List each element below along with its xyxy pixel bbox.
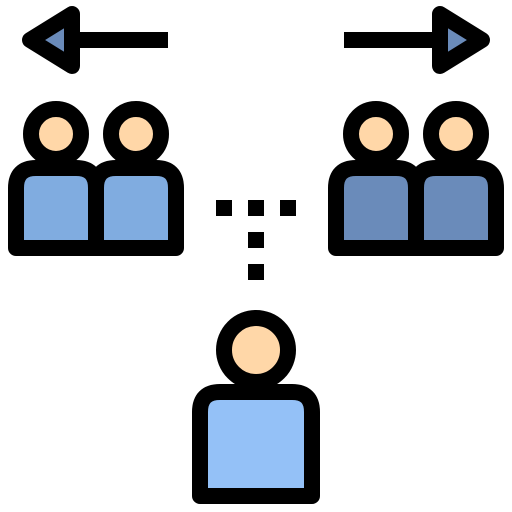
right-arrow-icon [344, 6, 490, 74]
right-group-person-2-body [408, 160, 504, 256]
single-person-icon [192, 310, 320, 504]
right-group-person-1-body [328, 160, 424, 256]
dot [280, 200, 296, 216]
single-person-head [216, 310, 296, 390]
right-group-person-1-head [343, 101, 409, 167]
dot [248, 264, 264, 280]
left-group-person-1-body [8, 160, 104, 256]
choice-path-dots-icon [216, 200, 296, 280]
left-group-icon [8, 101, 184, 256]
dot [216, 200, 232, 216]
left-group-person-1-head [23, 101, 89, 167]
dot [248, 232, 264, 248]
left-group-person-2-head [103, 101, 169, 167]
dot [248, 200, 264, 216]
single-person-body [192, 384, 320, 504]
left-arrow-icon [22, 6, 168, 74]
right-group-person-2-head [423, 101, 489, 167]
left-group-person-2-body [88, 160, 184, 256]
right-group-icon [328, 101, 504, 256]
